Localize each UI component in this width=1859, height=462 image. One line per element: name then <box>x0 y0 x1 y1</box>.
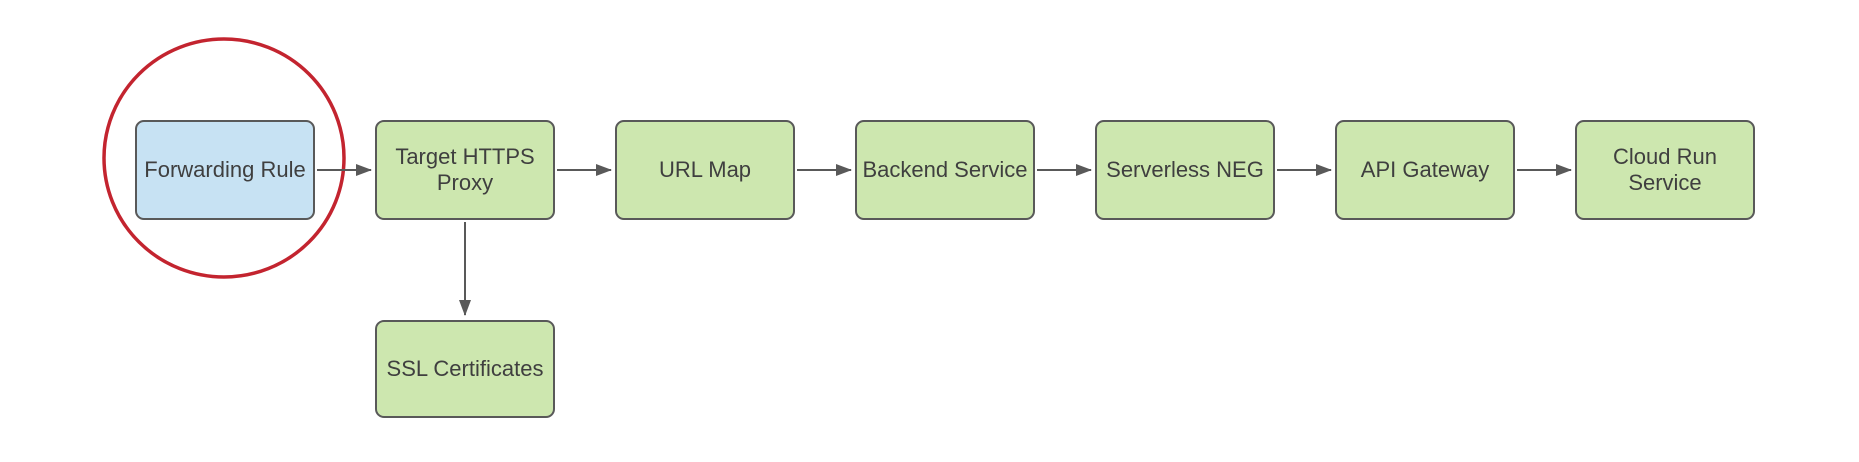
node-label: Forwarding Rule <box>144 157 306 183</box>
node-label: URL Map <box>658 157 752 183</box>
node-url-map: URL Map <box>615 120 795 220</box>
node-cloud-run-service: Cloud Run Service <box>1575 120 1755 220</box>
node-ssl-certificates: SSL Certificates <box>375 320 555 418</box>
node-label: Backend Service <box>862 157 1028 183</box>
highlight-circle-annotation <box>102 37 346 279</box>
node-label: Serverless NEG <box>1106 157 1264 183</box>
node-backend-service: Backend Service <box>855 120 1035 220</box>
node-label: SSL Certificates <box>386 356 544 382</box>
node-forwarding-rule: Forwarding Rule <box>135 120 315 220</box>
node-label: API Gateway <box>1360 157 1490 183</box>
node-label: Cloud Run Service <box>1613 144 1717 195</box>
node-target-https-proxy: Target HTTPS Proxy <box>375 120 555 220</box>
node-serverless-neg: Serverless NEG <box>1095 120 1275 220</box>
node-api-gateway: API Gateway <box>1335 120 1515 220</box>
node-label: Target HTTPS Proxy <box>395 144 535 195</box>
